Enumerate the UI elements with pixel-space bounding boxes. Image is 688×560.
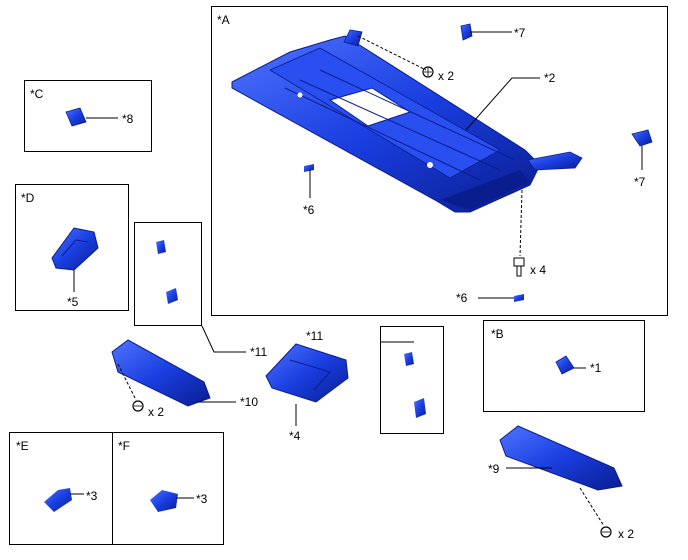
dashed-lines bbox=[117, 35, 605, 527]
frame-c bbox=[24, 80, 152, 152]
callout-10: *10 bbox=[240, 395, 259, 409]
bracket-3-e bbox=[44, 488, 72, 512]
callout-9: *9 bbox=[488, 462, 500, 476]
bracket-11-right bbox=[404, 352, 426, 418]
leader-lines bbox=[70, 31, 643, 499]
clip-6-left bbox=[304, 164, 314, 172]
callout-7-top: *7 bbox=[514, 26, 526, 40]
qty-screw-left: x 2 bbox=[148, 405, 165, 419]
switch-1 bbox=[555, 355, 575, 375]
screw-top bbox=[422, 66, 434, 78]
callout-11-right: *11 bbox=[306, 329, 324, 343]
console-4 bbox=[265, 343, 349, 403]
frame-a-label: *A bbox=[217, 13, 230, 27]
visor-9 bbox=[499, 425, 623, 491]
frame-b bbox=[483, 320, 645, 412]
callout-1: *1 bbox=[590, 361, 602, 375]
clip-7-top bbox=[460, 23, 473, 41]
frame-f-label: *F bbox=[118, 439, 130, 453]
frame-e-label: *E bbox=[16, 439, 29, 453]
bracket-11-left bbox=[156, 240, 178, 304]
bracket-3-f bbox=[150, 490, 178, 512]
callout-6-bottom: *6 bbox=[456, 291, 468, 305]
qty-bolt: x 4 bbox=[530, 263, 547, 277]
callout-3-e: *3 bbox=[86, 489, 98, 503]
screw-right bbox=[600, 526, 612, 538]
frame-b-label: *B bbox=[491, 327, 504, 341]
bolt-x4 bbox=[513, 257, 525, 277]
callout-2: *2 bbox=[544, 71, 556, 85]
callout-6-left: *6 bbox=[303, 203, 315, 217]
callout-3-f: *3 bbox=[196, 492, 208, 506]
callout-4: *4 bbox=[289, 429, 301, 443]
qty-screw-top: x 2 bbox=[438, 69, 455, 83]
clip-6-bottom bbox=[514, 294, 524, 302]
callout-7-right: *7 bbox=[634, 175, 646, 189]
callout-5: *5 bbox=[67, 295, 79, 309]
visor-10 bbox=[111, 339, 211, 407]
qty-screw-right: x 2 bbox=[618, 527, 635, 541]
frame-11-left bbox=[134, 222, 202, 326]
callout-11-left: *11 bbox=[250, 345, 268, 359]
cover-5 bbox=[51, 227, 99, 271]
frame-11-right bbox=[380, 326, 444, 434]
callout-8: *8 bbox=[122, 112, 134, 126]
frame-c-label: *C bbox=[30, 87, 44, 101]
screw-left bbox=[132, 400, 144, 412]
frame-a bbox=[211, 6, 668, 316]
clip-7-right bbox=[631, 129, 653, 147]
frame-f bbox=[112, 432, 224, 545]
roof-console-tray bbox=[231, 29, 583, 213]
frame-d bbox=[15, 184, 129, 311]
frame-d-label: *D bbox=[21, 191, 35, 205]
lamp-8 bbox=[65, 107, 87, 127]
